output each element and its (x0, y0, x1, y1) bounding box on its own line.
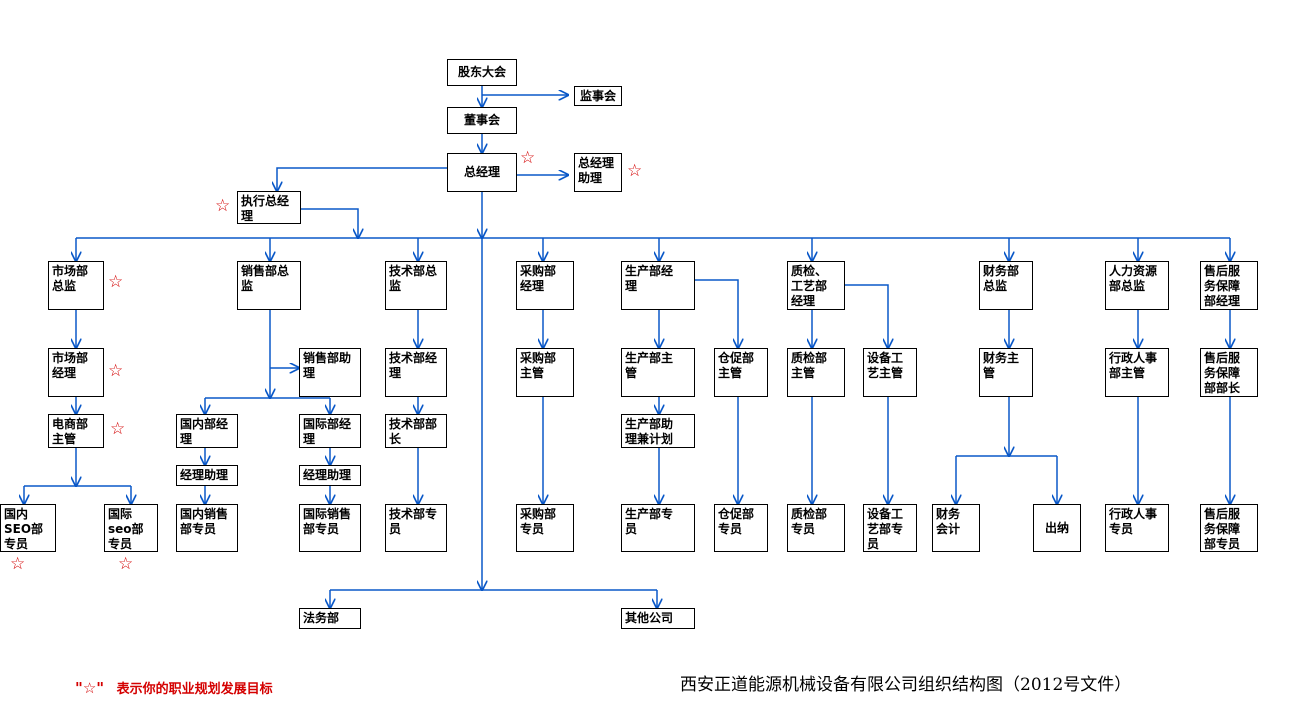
node-cashier: 出纳 (1033, 504, 1081, 552)
node-tech-director: 技术部总 监 (385, 261, 447, 310)
node-production-staff: 生产部专 员 (621, 504, 695, 552)
node-aftersales-staff: 售后服 务保障 部专员 (1200, 504, 1258, 552)
node-finance-director: 财务部 总监 (979, 261, 1033, 310)
connector-line (277, 167, 447, 191)
node-finance-supervisor: 财务主 管 (979, 348, 1033, 397)
node-intl-seo-staff: 国际 seo部 专员 (104, 504, 158, 552)
connector-line (845, 284, 888, 348)
node-domestic-sales-staff: 国内销售 部专员 (176, 504, 238, 552)
chart-title: 西安正道能源机械设备有限公司组织结构图（2012号文件） (680, 675, 1132, 695)
node-domestic-seo-staff: 国内 SEO部 专员 (0, 504, 56, 552)
node-warehouse-staff: 仓促部 专员 (714, 504, 768, 552)
star-outline-icon: ☆ (118, 554, 134, 574)
node-ecommerce-supervisor: 电商部 主管 (48, 414, 104, 448)
node-gm-assistant: 总经理 助理 (574, 153, 622, 192)
node-sales-director: 销售部总 监 (237, 261, 301, 310)
node-intl-sales-staff: 国际销售 部专员 (299, 504, 361, 552)
star-outline-icon: ☆ (108, 272, 124, 292)
node-equipment-staff: 设备工 艺部专 员 (863, 504, 917, 552)
node-hr-director: 人力资源 部总监 (1105, 261, 1169, 310)
node-other-company: 其他公司 (621, 608, 695, 629)
node-executive-gm: 执行总经 理 (237, 191, 301, 224)
legend-text: 表示你的职业规划发展目标 (116, 682, 273, 697)
legend: "☆" 表示你的职业规划发展目标 (75, 678, 273, 697)
node-purchase-manager: 采购部 经理 (516, 261, 574, 310)
connector-line (301, 208, 358, 238)
node-tech-manager: 技术部经 理 (385, 348, 447, 397)
star-outline-icon: ☆ (520, 148, 536, 168)
star-outline-icon: ☆ (10, 554, 26, 574)
node-purchase-staff: 采购部 专员 (516, 504, 574, 552)
node-equipment-supervisor: 设备工 艺主管 (863, 348, 917, 397)
node-intl-manager-assistant: 经理助理 (299, 465, 361, 486)
connector-line (695, 279, 738, 348)
node-qc-staff: 质检部 专员 (787, 504, 845, 552)
node-tech-chief: 技术部部 长 (385, 414, 447, 448)
node-qc-process-manager: 质检、 工艺部 经理 (787, 261, 845, 310)
node-warehouse-supervisor: 仓促部 主管 (714, 348, 768, 397)
node-general-manager: 总经理 (447, 153, 517, 192)
node-purchase-supervisor: 采购部 主管 (516, 348, 574, 397)
node-admin-hr-staff: 行政人事 专员 (1105, 504, 1169, 552)
star-outline-icon: ☆ (110, 419, 126, 439)
node-production-assistant: 生产部助 理兼计划 (621, 414, 695, 448)
node-aftersales-chief: 售后服 务保障 部部长 (1200, 348, 1258, 397)
node-production-manager: 生产部经 理 (621, 261, 695, 310)
node-domestic-dept-manager: 国内部经理 (176, 414, 238, 448)
node-production-supervisor: 生产部主 管 (621, 348, 695, 397)
node-supervisory-board: 监事会 (574, 86, 622, 106)
node-admin-hr-supervisor: 行政人事 部主管 (1105, 348, 1169, 397)
node-intl-dept-manager: 国际部经理 (299, 414, 361, 448)
node-sales-assistant: 销售部助 理 (299, 348, 361, 397)
node-tech-staff: 技术部专 员 (385, 504, 447, 552)
star-outline-icon: ☆ (215, 196, 231, 216)
node-market-director: 市场部 总监 (48, 261, 104, 310)
node-accountant: 财务 会计 (932, 504, 980, 552)
node-legal-dept: 法务部 (299, 608, 361, 629)
node-qc-supervisor: 质检部 主管 (787, 348, 845, 397)
node-aftersales-manager: 售后服 务保障 部经理 (1200, 261, 1258, 310)
star-outline-icon: ☆ (108, 361, 124, 381)
legend-star-symbol: "☆" (75, 679, 105, 697)
node-market-manager: 市场部 经理 (48, 348, 104, 397)
node-domestic-manager-assistant: 经理助理 (176, 465, 238, 486)
star-outline-icon: ☆ (627, 161, 643, 181)
node-board-of-directors: 董事会 (447, 107, 517, 134)
node-shareholders-meeting: 股东大会 (447, 59, 517, 86)
